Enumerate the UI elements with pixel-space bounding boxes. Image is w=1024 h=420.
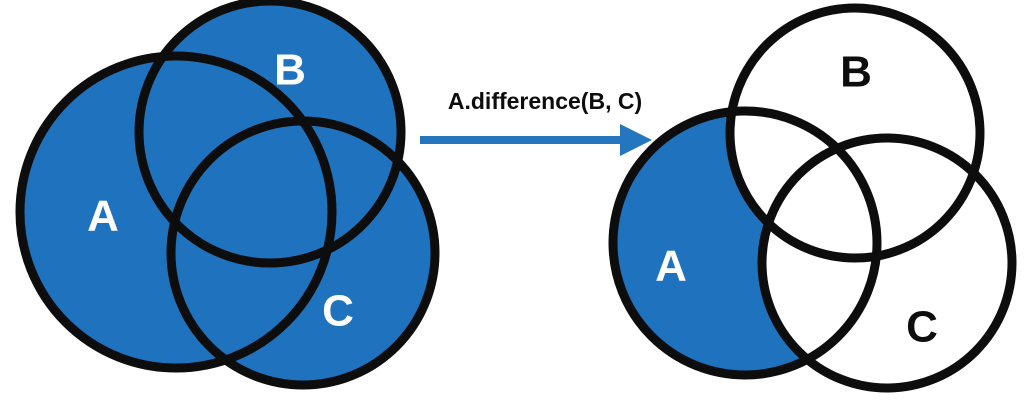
left-circle-C-fill — [171, 121, 435, 385]
operation-group: A.difference(B, C) — [420, 88, 652, 156]
left-set-label-B: B — [274, 46, 306, 95]
right-venn-group: A B C — [608, 3, 1017, 393]
left-set-label-C: C — [322, 287, 354, 336]
right-set-label-A: A — [655, 242, 687, 291]
operation-label: A.difference(B, C) — [448, 88, 642, 114]
right-highlighted-region — [613, 111, 877, 375]
right-circle-B-outline[interactable] — [725, 3, 985, 263]
right-set-label-B: B — [840, 48, 872, 97]
left-circle-outlines — [15, 0, 440, 390]
left-set-label-A: A — [87, 192, 119, 241]
right-set-label-C: C — [906, 303, 938, 352]
right-circle-A-fill — [613, 111, 877, 375]
left-circle-C-outline[interactable] — [166, 116, 440, 390]
right-arrow-icon — [420, 124, 652, 156]
left-filled-regions — [20, 1, 435, 385]
left-circle-B-outline[interactable] — [134, 0, 406, 268]
left-circle-A-outline[interactable] — [15, 51, 337, 373]
right-circle-A-outline[interactable] — [608, 106, 882, 380]
left-venn-group: A B C — [15, 0, 440, 390]
arrow-shaft — [420, 136, 626, 144]
right-circle-C-outline[interactable] — [757, 133, 1017, 393]
arrow-head — [620, 124, 652, 156]
right-circle-outlines — [608, 3, 1017, 393]
